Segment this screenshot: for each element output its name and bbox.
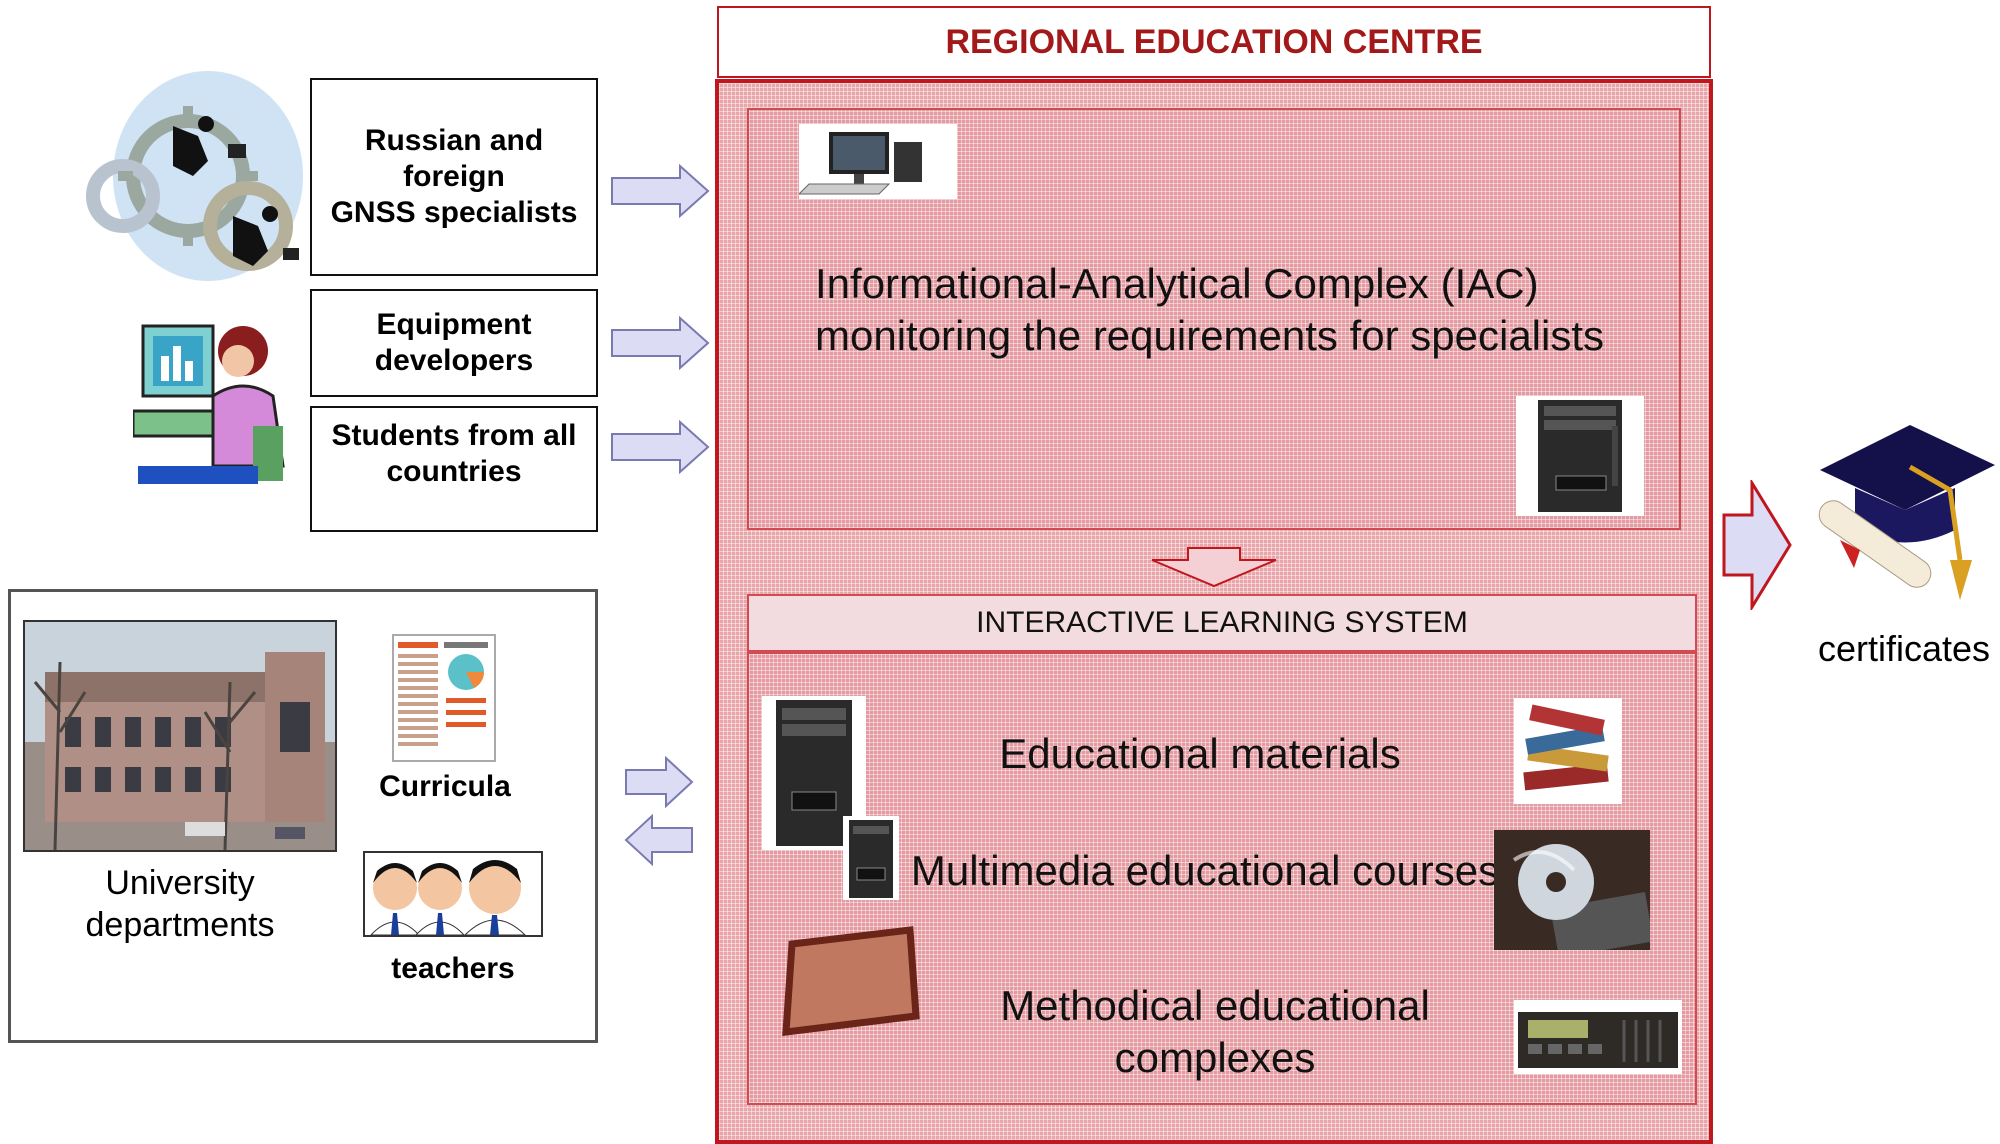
box-gnss-specialists: Russian and foreign GNSS specialists — [310, 78, 598, 276]
box-students-line2: countries — [386, 455, 522, 488]
ils-title-box: INTERACTIVE LEARNING SYSTEM — [747, 594, 1697, 652]
pc-small-tower-icon — [843, 816, 899, 900]
faint-header-fragment — [115, 0, 315, 6]
box-students-line1: Students from all — [331, 419, 577, 452]
ils-title: INTERACTIVE LEARNING SYSTEM — [976, 606, 1468, 639]
radio-receiver-icon — [1514, 1000, 1682, 1074]
arrow-left-to-university — [624, 814, 693, 866]
box-students: Students from all countries — [310, 406, 598, 532]
arrow-right-3 — [611, 420, 710, 474]
curricula-document-icon — [392, 634, 496, 762]
arrow-right-to-centre — [625, 756, 694, 808]
graduation-cap-diploma-icon — [1800, 410, 1995, 615]
centre-title: REGIONAL EDUCATION CENTRE — [945, 22, 1483, 61]
box-gnss-line3: GNSS specialists — [330, 196, 578, 229]
box-equipment-line2: developers — [374, 344, 534, 377]
ils-item-methodical-complexes: Methodical educational complexes — [900, 980, 1530, 1084]
iac-line1: Informational-Analytical Complex (IAC) — [815, 260, 1539, 307]
woman-at-computer-icon — [131, 316, 293, 486]
box-equipment-developers: Equipment developers — [310, 289, 598, 397]
arrow-down — [1151, 547, 1277, 588]
books-stack-icon — [1514, 698, 1622, 804]
curricula-label: Curricula — [379, 770, 511, 803]
iac-line2: monitoring the requirements for speciali… — [815, 312, 1605, 359]
arrow-to-certificates — [1722, 480, 1792, 610]
centre-title-box: REGIONAL EDUCATION CENTRE — [717, 6, 1711, 78]
arrow-right-2 — [611, 316, 710, 370]
gears-businessmen-icon — [78, 66, 308, 296]
server-tower-icon — [1516, 396, 1644, 516]
cd-disc-keyboard-icon — [1494, 830, 1654, 958]
certificates-label: certificates — [1817, 628, 1991, 669]
box-gnss-line2: foreign — [403, 160, 505, 193]
teachers-label: teachers — [391, 952, 515, 985]
arrow-right-1 — [611, 164, 710, 218]
desktop-computer-icon — [797, 124, 957, 199]
teachers-icon — [363, 851, 543, 937]
university-label: University departments — [23, 862, 337, 946]
box-gnss-line1: Russian and — [364, 124, 544, 157]
ils-item-multimedia-courses: Multimedia educational courses — [910, 847, 1500, 894]
ils-item-educational-materials: Educational materials — [999, 730, 1401, 777]
university-label-line2: departments — [85, 906, 275, 944]
university-building-photo — [23, 620, 337, 852]
iac-text: Informational-Analytical Complex (IAC) m… — [815, 258, 1635, 362]
university-label-line1: University — [105, 864, 255, 902]
scroll-map-icon — [780, 924, 920, 1036]
ils-item3-line1: Methodical educational — [1000, 982, 1430, 1029]
ils-item3-line2: complexes — [1114, 1034, 1316, 1081]
box-equipment-line1: Equipment — [376, 308, 532, 341]
